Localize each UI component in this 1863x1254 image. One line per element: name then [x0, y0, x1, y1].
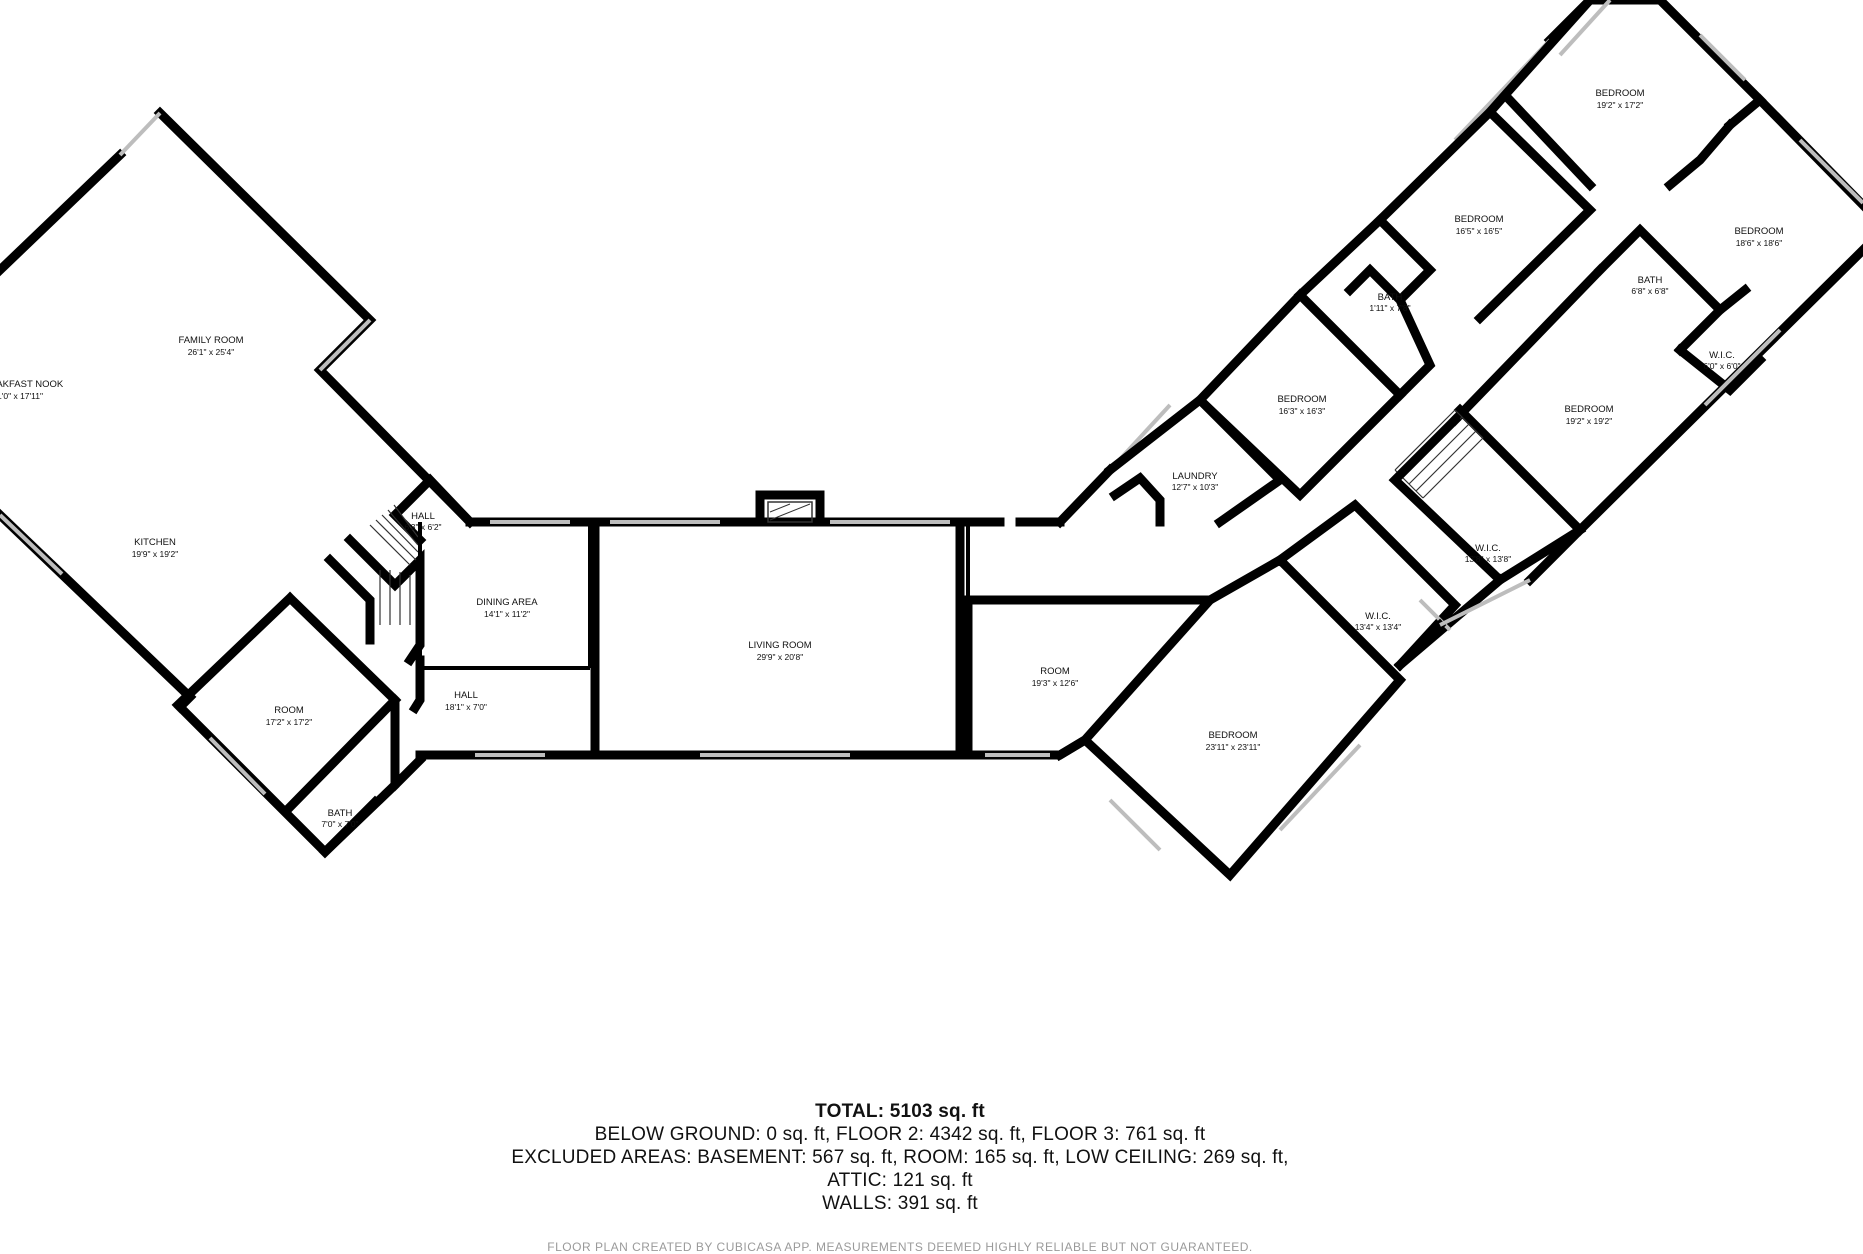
right-wing-bottom-wall — [1393, 523, 1587, 672]
room-label-family-room: FAMILY ROOM — [178, 335, 243, 346]
room-dims-bath-left: 7'0" x 7'0" — [321, 819, 358, 829]
room-label-bedroom-19-2b: BEDROOM — [1564, 404, 1613, 415]
room-dims-bedroom-19-2a: 19'2" x 17'2" — [1597, 100, 1644, 110]
wic-3-walls — [1673, 283, 1767, 397]
left-wing — [0, 106, 600, 859]
total-area: TOTAL: 5103 sq. ft — [815, 1101, 985, 1122]
room-dims-dining-area: 14'1" x 11'2" — [484, 609, 530, 619]
bath-mid-walls — [1293, 213, 1437, 402]
area-summary: TOTAL: 5103 sq. ft BELOW GROUND: 0 sq. f… — [0, 1100, 1800, 1215]
area-attic: ATTIC: 121 sq. ft — [827, 1170, 973, 1191]
room-dims-bedroom-19-2b: 19'2" x 19'2" — [1566, 416, 1613, 426]
wic-1-walls — [1273, 499, 1507, 672]
bedroom-18-6-walls — [1663, 93, 1863, 212]
hall-lower-walls — [408, 655, 600, 760]
room-dims-family-room: 26'1" x 25'4" — [188, 347, 235, 357]
room-label-laundry: LAUNDRY — [1172, 471, 1218, 482]
room-label-bath-mid: BATH — [1378, 292, 1403, 303]
bath-left-walls — [283, 693, 427, 859]
right-wing — [1053, 0, 1863, 882]
center-section — [418, 490, 1221, 760]
area-excluded: EXCLUDED AREAS: BASEMENT: 567 sq. ft, RO… — [511, 1147, 1289, 1168]
room-dims-bedroom-16-5: 16'5" x 16'5" — [1456, 226, 1503, 236]
room-label-bath-left: BATH — [328, 808, 353, 819]
room-dims-hall-upper: 6'3" x 6'2" — [404, 522, 441, 532]
disclaimer-footer: FLOOR PLAN CREATED BY CUBICASA APP. MEAS… — [547, 1240, 1253, 1254]
room-label-room-left: ROOM — [274, 705, 304, 716]
wic-2-walls — [1388, 413, 1587, 586]
room-labels: BREAKFAST NOOK 1'0" x 17'11" FAMILY ROOM… — [0, 88, 1784, 829]
room-label-bath-right: BATH — [1638, 275, 1663, 286]
room-dims-bedroom-16-3: 16'3" x 16'3" — [1279, 406, 1326, 416]
area-floors: BELOW GROUND: 0 sq. ft, FLOOR 2: 4342 sq… — [594, 1124, 1206, 1145]
room-label-wic-2: W.I.C. — [1475, 543, 1501, 554]
room-label-bedroom-18-6: BEDROOM — [1734, 226, 1783, 237]
room-center-walls — [963, 595, 1221, 760]
fireplace — [755, 490, 825, 527]
room-label-bedroom-16-3: BEDROOM — [1277, 394, 1326, 405]
room-label-kitchen: KITCHEN — [134, 537, 176, 548]
room-dims-bath-mid: 1'11" x 7'8" — [1369, 303, 1410, 313]
room-dims-kitchen: 19'9" x 19'2" — [132, 549, 179, 559]
room-dims-bath-right: 6'8" x 6'8" — [1631, 286, 1668, 296]
room-label-breakfast-nook: BREAKFAST NOOK — [0, 379, 64, 390]
room-dims-wic-3: 6'0" x 6'0" — [1703, 361, 1740, 371]
bedroom-16-5-walls — [1373, 105, 1597, 325]
stair-upper — [369, 504, 419, 625]
room-label-wic-3: W.I.C. — [1709, 350, 1735, 361]
dining-area-walls — [418, 522, 592, 670]
room-label-hall-upper: HALL — [411, 511, 435, 522]
living-room-walls — [590, 517, 965, 760]
room-label-bedroom-large: BEDROOM — [1208, 730, 1257, 741]
room-dims-living-room: 29'9" x 20'8" — [757, 652, 804, 662]
room-dims-breakfast-nook: 1'0" x 17'11" — [0, 391, 43, 401]
area-walls: WALLS: 391 sq. ft — [822, 1193, 978, 1214]
room-dims-bedroom-18-6: 18'6" x 18'6" — [1736, 238, 1783, 248]
bedroom-large-walls — [1053, 554, 1407, 882]
room-label-bedroom-16-5: BEDROOM — [1454, 214, 1503, 225]
room-dims-wic-2: 13'8" x 13'8" — [1465, 554, 1512, 564]
room-dims-room-left: 17'2" x 17'2" — [266, 717, 313, 727]
room-dims-room-center: 19'3" x 12'6" — [1032, 678, 1079, 688]
bedroom-19-2a-walls — [1483, 0, 1767, 192]
room-label-living-room: LIVING ROOM — [748, 640, 811, 651]
room-label-hall-lower: HALL — [454, 690, 478, 701]
room-label-wic-1: W.I.C. — [1365, 611, 1391, 622]
bath-right-walls — [1593, 223, 1727, 357]
room-label-dining-area: DINING AREA — [476, 597, 538, 608]
room-label-room-center: ROOM — [1040, 666, 1070, 677]
room-dims-hall-lower: 18'1" x 7'0" — [445, 702, 487, 712]
room-label-bedroom-19-2a: BEDROOM — [1595, 88, 1644, 99]
room-dims-wic-1: 13'4" x 13'4" — [1355, 622, 1402, 632]
room-dims-laundry: 12'7" x 10'3" — [1172, 482, 1219, 492]
laundry-walls — [1103, 394, 1287, 529]
room-dims-bedroom-large: 23'11" x 23'11" — [1206, 742, 1261, 752]
